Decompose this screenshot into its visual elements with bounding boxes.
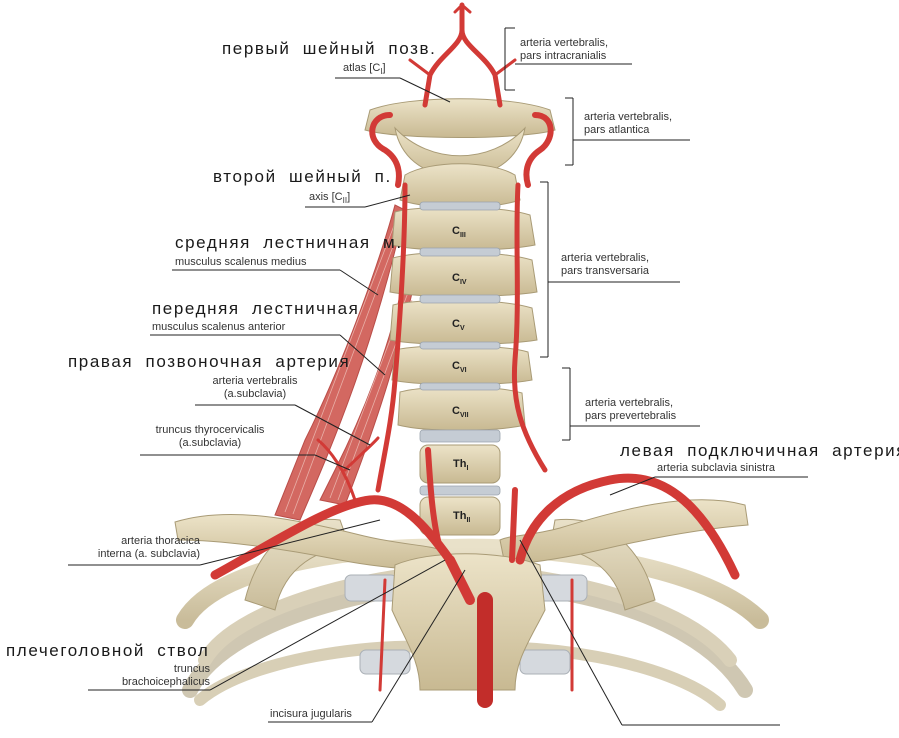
label-axis-la-end: ]: [347, 191, 351, 203]
vertebra-mark-main: C: [452, 318, 460, 330]
label-incisura-la: incisura jugularis: [270, 708, 352, 720]
label-scalenus-anterior-ru: передняя лестничная: [152, 299, 360, 318]
label-vert-intracranial-1: arteria vertebralis,: [520, 37, 609, 49]
label-vert-atlantica: arteria vertebralis,pars atlantica: [584, 111, 672, 137]
label-scalenus-medius-ru: средняя лестничная м.: [175, 233, 403, 252]
vertebra-mark-4: CVI: [452, 360, 467, 374]
vertebra-mark-sub: IV: [459, 279, 467, 287]
label-vert-prevertebralis-2: pars prevertebralis: [585, 410, 677, 422]
label-atlas-la-main: atlas [C: [343, 62, 381, 74]
label-atlas-la: atlas [CI]: [343, 62, 386, 78]
vertebra-mark-main: Th: [453, 458, 467, 470]
label-scalenus-anterior-la: musculus scalenus anterior: [152, 321, 286, 333]
label-vert-transversaria-1: arteria vertebralis,: [561, 252, 650, 264]
vertebra-mark-7: ThII: [453, 510, 470, 524]
vertebra-mark-sub: V: [459, 325, 465, 333]
label-vert-transversaria-2: pars transversaria: [561, 265, 650, 277]
label-vertebral-right-ru: правая позвоночная артерия: [68, 352, 351, 371]
label-vert-atlantica-2: pars atlantica: [584, 124, 650, 136]
label-thyrocervical-la-1: truncus thyrocervicalis: [155, 424, 265, 436]
label-brachiocephalic-la-2: brachoicephalicus: [121, 676, 210, 688]
label-vertebral-right-la-2: (a.subclavia): [223, 388, 287, 400]
label-vert-prevertebralis: arteria vertebralis,pars prevertebralis: [585, 397, 676, 423]
vertebra-mark-main: C: [452, 272, 460, 284]
vertebra-mark-2: CIV: [452, 272, 467, 286]
sternum-manubrium: [391, 553, 546, 691]
label-vert-prevertebralis-1: arteria vertebralis,: [585, 397, 674, 409]
label-atlas-la-sub: I: [380, 67, 383, 77]
label-vert-intracranial-2: pars intracranialis: [520, 50, 607, 62]
vertebra-mark-sub: VII: [459, 412, 469, 420]
label-atlas-la-end: ]: [382, 62, 386, 74]
label-scalenus-medius-la: musculus scalenus medius: [175, 256, 307, 268]
vertebra-mark-3: CV: [452, 318, 465, 332]
vertebra-mark-main: C: [452, 225, 460, 237]
label-thyrocervical-la-2: (a.subclavia): [178, 437, 242, 449]
vertebra-mark-sub: I: [466, 465, 469, 473]
vertebra-mark-sub: II: [466, 517, 471, 525]
label-brachiocephalic-ru: плечеголовной ствол: [6, 641, 210, 660]
label-atlas-ru: первый шейный позв.: [222, 39, 437, 58]
vertebra-mark-main: C: [452, 360, 460, 372]
vertebra-mark-main: C: [452, 405, 460, 417]
label-axis-la-sub: II: [342, 196, 348, 206]
label-thyrocervical-la: truncus thyrocervicalis(a.subclavia): [140, 424, 280, 450]
arteries: [210, 2, 740, 708]
vertebra-mark-sub: VI: [459, 367, 467, 375]
label-axis-la-main: axis [C: [309, 191, 343, 203]
leader-lines: [68, 27, 808, 726]
label-axis-la: axis [CII]: [309, 191, 350, 207]
label-vert-intracranial: arteria vertebralis,pars intracranialis: [520, 37, 608, 63]
label-vertebral-right-la-1: arteria vertebralis: [212, 375, 298, 387]
vertebra-mark-5: CVII: [452, 405, 469, 419]
label-subclavia-la: arteria subclavia sinistra: [657, 462, 775, 474]
label-vert-transversaria: arteria vertebralis,pars transversaria: [561, 252, 649, 278]
spine: [364, 98, 556, 536]
label-vert-atlantica-1: arteria vertebralis,: [584, 111, 673, 123]
vertebra-mark-6: ThI: [453, 458, 468, 472]
vertebra-mark-main: Th: [453, 510, 467, 522]
label-subclavia-ru: левая подключичная артерия: [620, 441, 899, 460]
vertebra-mark-1: CIII: [452, 225, 466, 239]
vertebra-mark-sub: III: [459, 232, 466, 240]
label-brachiocephalic-la-1: truncus: [173, 663, 210, 675]
label-thoracica-interna-la-1: arteria thoracica: [121, 535, 200, 547]
label-axis-ru: второй шейный п.: [213, 167, 392, 186]
label-thoracica-interna-la-2: interna (a. subclavia): [97, 548, 200, 560]
label-vertebral-right-la: arteria vertebralis(a.subclavia): [200, 375, 310, 401]
